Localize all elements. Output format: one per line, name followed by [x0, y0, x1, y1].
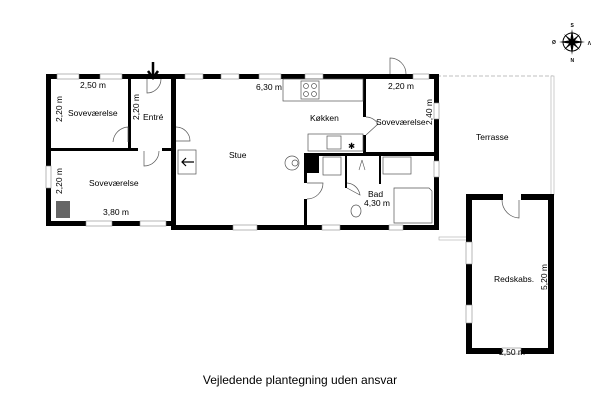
dim-shed-depth: 5,20 m: [539, 264, 549, 290]
dim-living-width: 6,30 m: [256, 82, 282, 92]
dim-bedroom-2-depth: 2,20 m: [54, 168, 64, 194]
dim-entry-depth: 2,20 m: [131, 94, 141, 120]
room-label-bedroom-2: Soveværelse: [89, 178, 139, 188]
washing-machine: [322, 156, 342, 176]
kitchen-sink: [326, 135, 342, 150]
toilet: [350, 204, 362, 218]
dim-bedroom-1-depth: 2,20 m: [54, 96, 64, 122]
bath-sink: [382, 156, 412, 175]
compass-label-left: Ø: [552, 40, 556, 46]
hob: [300, 80, 320, 100]
shed: [465, 194, 554, 355]
room-label-bedroom-3: Soveværelse: [376, 117, 426, 127]
compass-label-right: V: [587, 39, 591, 45]
dim-bedroom-2-width: 3,80 m: [103, 207, 129, 217]
terrace-outline: [437, 75, 555, 241]
compass-label-bottom: N: [571, 58, 575, 64]
dim-bedroom-3-depth: 2,40 m: [424, 99, 434, 125]
fixtures: ✱: [177, 78, 433, 224]
compass-rose-icon: S N Ø V: [552, 23, 591, 64]
chimney: [304, 153, 319, 173]
room-label-bedroom-1: Soveværelse: [68, 108, 118, 118]
room-label-terrace: Terrasse: [476, 132, 509, 142]
windows: [45, 73, 440, 231]
dim-bedroom-1-width: 2,50 m: [80, 80, 106, 90]
room-label-shed: Redskabs.: [494, 274, 534, 284]
caption: Vejledende plantegning uden ansvar: [203, 373, 397, 387]
stairs-arrow-icon: [181, 157, 194, 167]
dim-bedroom-3-width: 2,20 m: [388, 81, 414, 91]
room-label-living: Stue: [229, 150, 247, 160]
doors: [112, 57, 407, 200]
room-label-entry: Entré: [143, 112, 164, 122]
freezer-icon: ✱: [348, 141, 355, 151]
kitchen-counter: [282, 78, 364, 102]
room-label-kitchen: Køkken: [310, 113, 339, 123]
stove: [56, 201, 70, 218]
compass-label-top: S: [571, 23, 575, 29]
room-label-bath: Bad: [368, 189, 383, 199]
dim-bath-width: 4,30 m: [364, 198, 390, 208]
dim-shed-width: 2,50 m: [499, 347, 525, 357]
shower: [393, 187, 433, 224]
entrance-arrow-icon: [146, 62, 160, 81]
